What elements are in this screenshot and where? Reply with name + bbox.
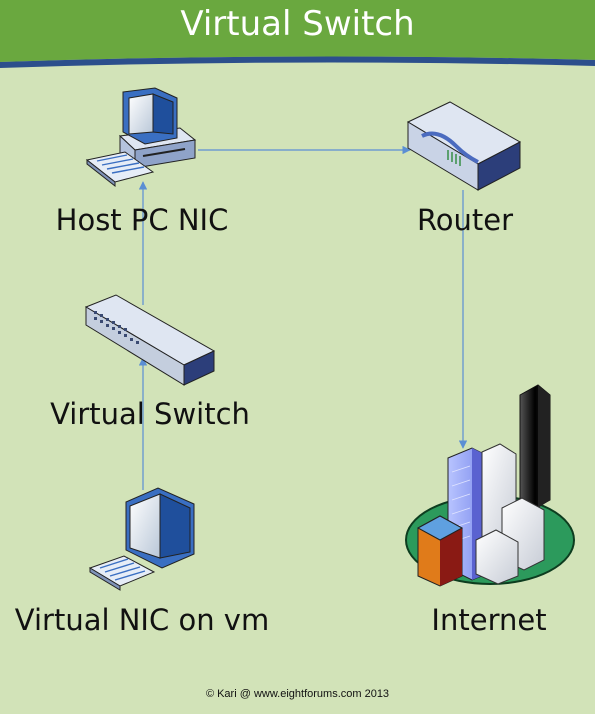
router-icon (406, 101, 522, 191)
desktop-computer-icon (85, 87, 197, 188)
connectors (138, 145, 468, 490)
router-label: Router (417, 203, 513, 237)
host-pc-label: Host PC NIC (56, 203, 229, 237)
internet-label: Internet (431, 603, 546, 637)
vm-nic-label: Virtual NIC on vm (15, 603, 269, 637)
network-switch-icon (84, 294, 216, 386)
city-buildings-icon (405, 384, 575, 587)
title-banner (0, 0, 595, 68)
computer-icon (88, 487, 195, 591)
page-title: Virtual Switch (180, 4, 415, 44)
virtual-switch-label: Virtual Switch (50, 397, 250, 431)
copyright-notice: © Kari @ www.eightforums.com 2013 (205, 688, 390, 700)
